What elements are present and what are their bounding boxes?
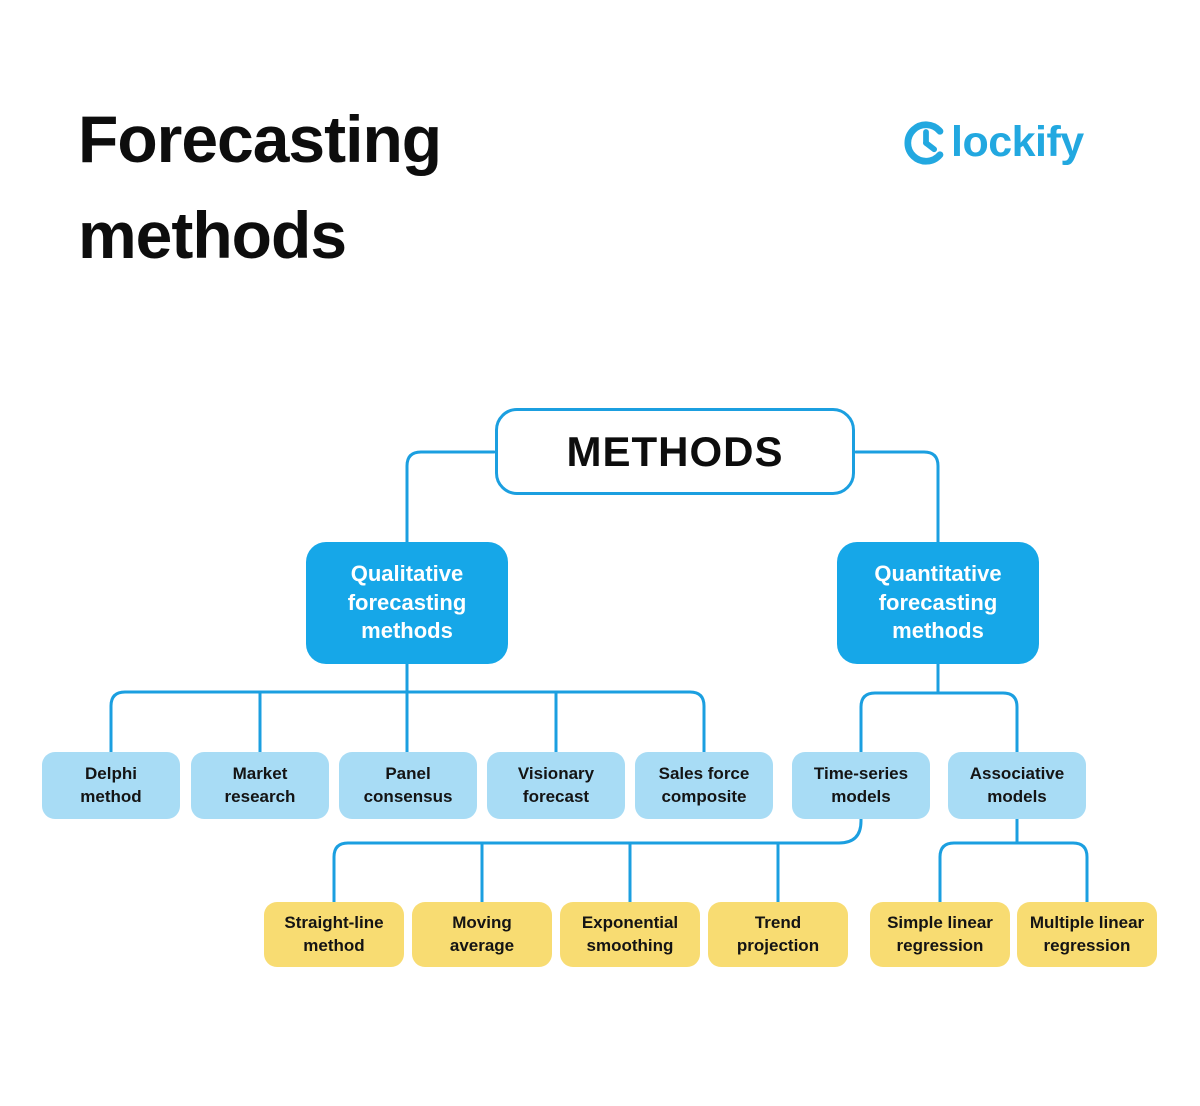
page-title: Forecasting methods bbox=[78, 102, 442, 272]
node-multiple-linear-regression: Multiple linear regression bbox=[1017, 902, 1157, 967]
node-simple-linear-regression: Simple linear regression bbox=[870, 902, 1010, 967]
node-delphi-method: Delphi method bbox=[42, 752, 180, 819]
node-panel-consensus: Panel consensus bbox=[339, 752, 477, 819]
node-qualitative-methods: Qualitative forecasting methods bbox=[306, 542, 508, 664]
node-trend-projection: Trend projection bbox=[708, 902, 848, 967]
node-straight-line-method: Straight-line method bbox=[264, 902, 404, 967]
node-quantitative-methods: Quantitative forecasting methods bbox=[837, 542, 1039, 664]
node-moving-average: Moving average bbox=[412, 902, 552, 967]
node-associative-models: Associative models bbox=[948, 752, 1086, 819]
node-visionary-forecast: Visionary forecast bbox=[487, 752, 625, 819]
node-methods-root: METHODS bbox=[495, 408, 855, 495]
node-exponential-smoothing: Exponential smoothing bbox=[560, 902, 700, 967]
clockify-clock-icon bbox=[903, 120, 949, 171]
node-time-series-models: Time-series models bbox=[792, 752, 930, 819]
clockify-wordmark: lockify bbox=[951, 118, 1084, 166]
node-market-research: Market research bbox=[191, 752, 329, 819]
clockify-logo: lockify bbox=[903, 118, 1084, 173]
node-sales-force-composite: Sales force composite bbox=[635, 752, 773, 819]
